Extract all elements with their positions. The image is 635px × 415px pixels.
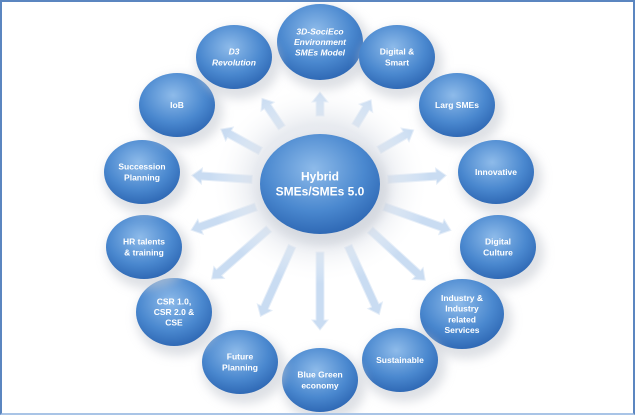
node-label: Culture: [483, 247, 513, 257]
node-label: D3: [229, 47, 240, 57]
node-bubble: [362, 328, 438, 392]
node-label: IoB: [170, 100, 184, 110]
node-label: related: [448, 314, 476, 324]
node-label: Industry: [445, 304, 479, 314]
node-label: Blue Green: [297, 370, 342, 380]
node-bubble: [420, 279, 504, 349]
node-label: Services: [445, 325, 480, 335]
node-bubble: [419, 73, 495, 137]
node-bubble: [136, 278, 212, 346]
node-label: Planning: [124, 172, 160, 182]
node-label: CSE: [165, 318, 183, 328]
node-label: & training: [124, 247, 164, 257]
node-iob: IoB: [139, 73, 223, 147]
node-label: Innovative: [475, 167, 517, 177]
node-label: Sustainable: [376, 355, 424, 365]
node-bubble: [277, 4, 363, 80]
node-label: HR talents: [123, 237, 165, 247]
node-bubble: [196, 25, 272, 89]
node-innovative: Innovative: [458, 140, 542, 214]
node-hr-talents: HR talents& training: [106, 215, 190, 289]
node-bubble: [106, 215, 182, 279]
node-label: Succession: [118, 162, 165, 172]
node-sustainable: Sustainable: [362, 328, 446, 402]
node-label: Future: [227, 352, 254, 362]
node-label: SMEs Model: [295, 48, 346, 58]
node-bubble: [282, 348, 358, 412]
node-label: CSR 1.0,: [157, 296, 192, 306]
node-bubble: [458, 140, 534, 204]
node-larg-smes: Larg SMEs: [419, 73, 503, 147]
node-label: Digital: [485, 237, 511, 247]
node-label: Hybrid: [301, 170, 339, 184]
node-label: Industry &: [441, 293, 483, 303]
node-bubble: [104, 140, 180, 204]
node-label: Digital &: [380, 47, 414, 57]
node-label: Environment: [294, 37, 347, 47]
node-bubble: [359, 25, 435, 89]
node-label: Revolution: [212, 57, 256, 67]
node-bubble: [260, 134, 380, 234]
node-digital-smart: Digital &Smart: [359, 25, 443, 99]
node-label: Larg SMEs: [435, 100, 479, 110]
node-label: Smart: [385, 57, 409, 67]
node-label: Planning: [222, 362, 258, 372]
node-csr: CSR 1.0,CSR 2.0 &CSE: [136, 278, 220, 356]
node-label: SMEs/SMEs 5.0: [276, 185, 365, 199]
node-bubble: [460, 215, 536, 279]
node-label: 3D-SociEco: [296, 26, 343, 36]
node-label: economy: [301, 380, 339, 390]
node-label: CSR 2.0 &: [154, 307, 195, 317]
node-bubble: [202, 330, 278, 394]
node-bubble: [139, 73, 215, 137]
